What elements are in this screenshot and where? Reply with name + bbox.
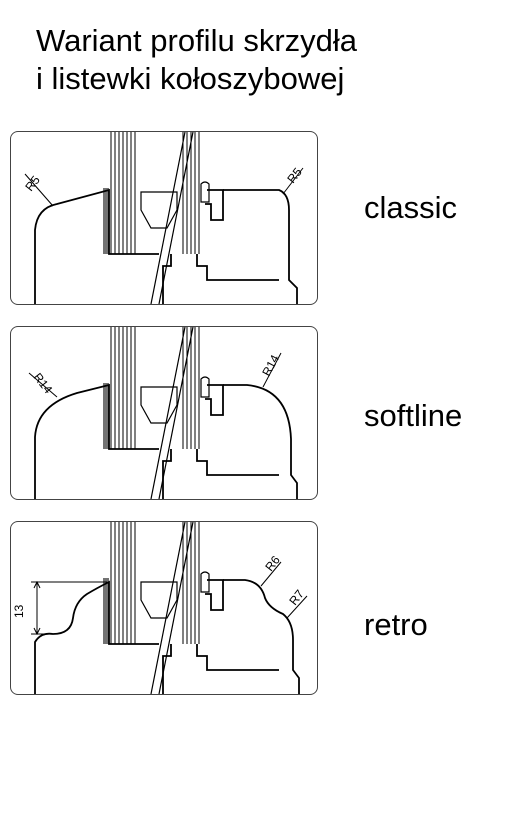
retro-sash-right: [223, 579, 300, 694]
classic-sash-right: [223, 189, 298, 304]
retro-break-lines: [150, 522, 194, 694]
retro-radius-right: R7: [286, 587, 307, 608]
profile-drawing-softline: R14 R14: [10, 326, 318, 500]
softline-left-gasket: [103, 383, 109, 449]
retro-bead-outline: [205, 579, 224, 611]
classic-seal: [200, 181, 210, 203]
retro-radius-top: R6: [262, 553, 283, 574]
softline-spacer: [140, 386, 178, 424]
retro-seal: [200, 571, 210, 593]
classic-radius-leader-left: [24, 173, 54, 207]
classic-frame-step: [162, 254, 279, 304]
retro-drawing: 13 R6 R7: [12, 522, 308, 694]
retro-radius-leader-right: [286, 595, 308, 619]
retro-frame-step: [162, 644, 279, 694]
softline-sash-right: [223, 384, 298, 499]
page-title: Wariant profilu skrzydła i listewki koło…: [36, 22, 357, 98]
variant-label-classic: classic: [364, 190, 458, 225]
profile-drawing-classic: R5 R5: [10, 131, 318, 305]
classic-spacer: [140, 191, 178, 229]
classic-break-lines: [150, 132, 194, 304]
variant-label-softline: softline: [364, 398, 463, 433]
classic-left-gasket: [103, 188, 109, 254]
classic-radius-right: R5: [284, 165, 305, 186]
classic-bead-outline: [205, 189, 224, 221]
retro-glass-lines: [110, 522, 200, 644]
classic-radius-leader-right: [282, 167, 304, 195]
softline-bead-outline: [205, 384, 224, 416]
retro-radius-leader-top: [260, 561, 282, 587]
softline-seal: [200, 376, 210, 398]
title-line-1: Wariant profilu skrzydła: [36, 23, 358, 58]
softline-radius-right: R14: [259, 352, 282, 378]
profile-drawing-retro: 13 R6 R7: [10, 521, 318, 695]
softline-glass-lines: [110, 327, 200, 449]
retro-dimension-13: 13: [12, 604, 26, 618]
title-line-2: i listewki kołoszybowej: [36, 61, 345, 96]
softline-frame-step: [162, 449, 279, 499]
classic-sash-outline: [34, 188, 159, 304]
softline-drawing: R14 R14: [28, 327, 298, 499]
retro-spacer: [140, 581, 178, 619]
softline-sash-outline: [34, 383, 159, 499]
classic-drawing: R5 R5: [22, 132, 305, 304]
variant-label-retro: retro: [364, 607, 428, 642]
retro-left-gasket: [103, 578, 109, 644]
retro-dimension-lines: [31, 580, 107, 636]
softline-break-lines: [150, 327, 194, 499]
softline-radius-leader-left: [28, 372, 58, 398]
classic-glass-lines: [110, 132, 200, 254]
softline-radius-leader-right: [262, 352, 282, 388]
